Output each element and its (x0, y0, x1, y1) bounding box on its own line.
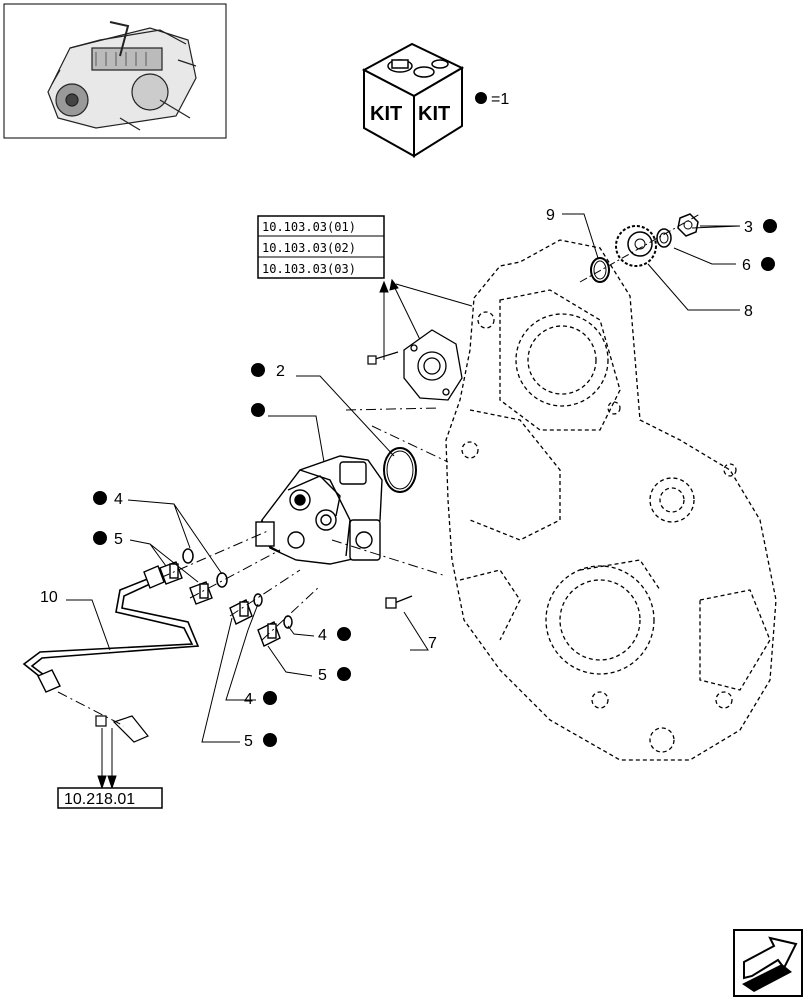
callout-5a: 5 (93, 531, 123, 548)
svg-text:7: 7 (428, 635, 437, 652)
fitting-5a[interactable] (159, 561, 213, 605)
svg-text:10: 10 (40, 589, 58, 606)
svg-text:8: 8 (744, 303, 753, 320)
fitting-5b[interactable] (229, 599, 281, 647)
ref-pump-2[interactable]: 10.103.03(02) (262, 241, 356, 255)
ref-box-pipe[interactable]: 10.218.01 (57, 787, 163, 809)
svg-text:4: 4 (318, 627, 327, 644)
callout-6: 6 (742, 257, 775, 274)
callout-pump (251, 403, 265, 417)
fitting-axes (159, 529, 321, 641)
callout-5b: 5 (318, 667, 351, 684)
ref-pipe[interactable]: 10.218.01 (64, 791, 135, 808)
ref-box-pump-group[interactable]: 10.103.03(01) 10.103.03(02) 10.103.03(03… (257, 215, 385, 279)
washer-6[interactable] (656, 228, 672, 248)
callout-5c: 5 (244, 733, 277, 750)
o-ring-9[interactable] (590, 257, 610, 283)
pipe-bracket (95, 715, 149, 743)
callout-4c: 4 (244, 691, 277, 708)
kit-legend-value: =1 (491, 91, 509, 108)
next-page-arrow-icon[interactable] (733, 929, 803, 997)
svg-text:4: 4 (114, 491, 123, 508)
svg-text:3: 3 (744, 219, 753, 236)
high-pressure-pump[interactable] (255, 455, 383, 565)
callout-4b: 4 (318, 627, 351, 644)
svg-text:6: 6 (742, 257, 751, 274)
kit-word-left: KIT (370, 103, 402, 125)
seal-4a[interactable] (182, 548, 194, 564)
pipe-ref-arrows (57, 691, 125, 790)
ref-pump-1[interactable]: 10.103.03(01) (262, 220, 356, 234)
svg-text:4: 4 (244, 691, 253, 708)
pump-flange (403, 329, 463, 401)
o-ring-2[interactable] (383, 447, 417, 493)
callout-9: 9 (546, 207, 555, 224)
pipe-nut (37, 565, 165, 693)
callout-2: 2 (251, 363, 285, 380)
callout-10: 10 (40, 589, 58, 606)
timing-cover (445, 239, 777, 761)
fuel-pipe-10[interactable] (22, 577, 200, 681)
callout-7: 7 (428, 635, 437, 652)
flange-bolt (367, 351, 399, 365)
kit-dot-icon (475, 92, 487, 104)
svg-text:5: 5 (244, 733, 253, 750)
nut-3[interactable] (677, 213, 699, 237)
callout-4a: 4 (93, 491, 123, 508)
leader-lines (66, 213, 741, 743)
callout-3: 3 (744, 219, 777, 236)
pump-shaft (331, 407, 449, 577)
bolt-7[interactable] (385, 595, 413, 609)
kit-box-icon: KIT KIT (361, 42, 465, 158)
engine-thumbnail-icon (3, 3, 227, 139)
svg-text:5: 5 (114, 531, 123, 548)
ref-pump-3[interactable]: 10.103.03(03) (262, 262, 356, 276)
seal-4a2[interactable] (216, 572, 228, 588)
callout-8: 8 (744, 303, 753, 320)
kit-word-right: KIT (418, 103, 450, 125)
svg-text:9: 9 (546, 207, 555, 224)
svg-text:2: 2 (276, 363, 285, 380)
svg-text:5: 5 (318, 667, 327, 684)
gear-axis (579, 213, 701, 283)
gear-8[interactable] (615, 225, 657, 267)
